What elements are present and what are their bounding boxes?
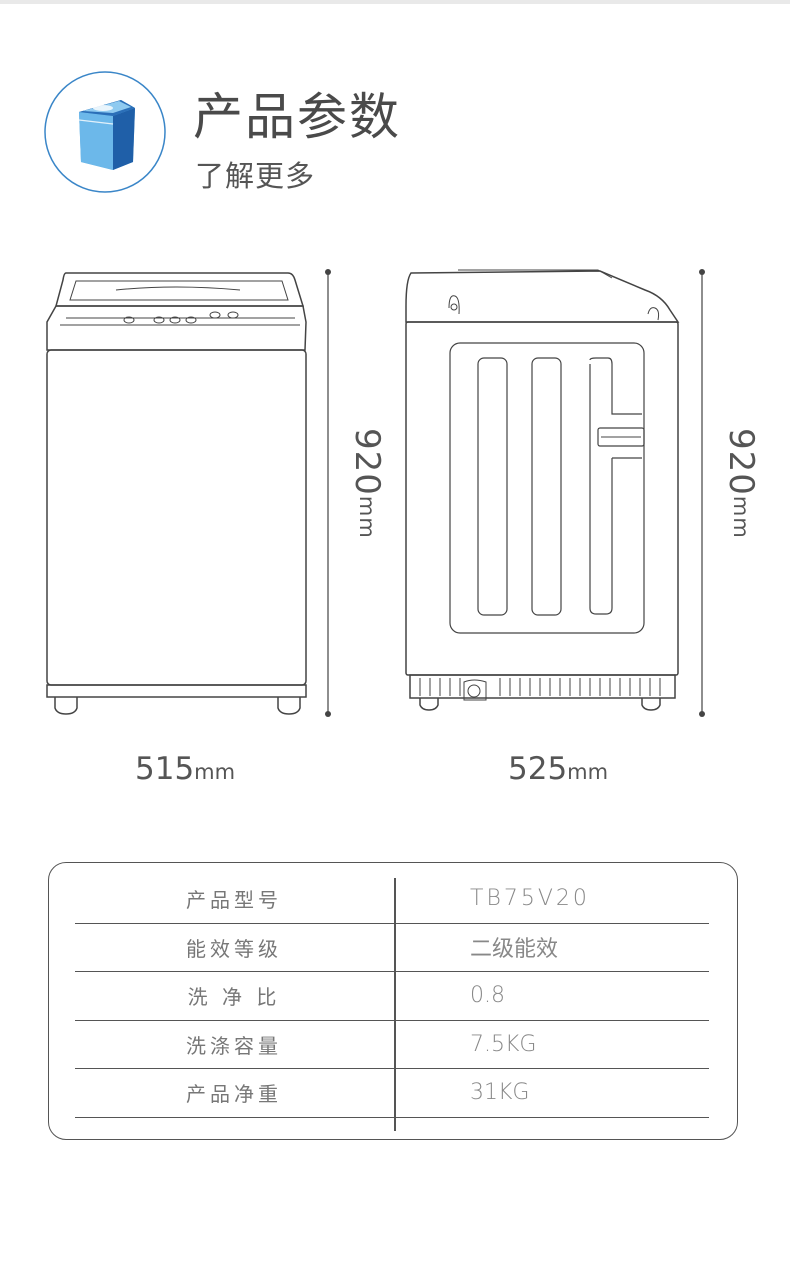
page-subtitle: 了解更多 xyxy=(195,159,316,193)
side-height-value: 920 xyxy=(721,428,761,496)
front-height-value: 920 xyxy=(347,428,387,496)
spec-row-weight: 产品净重 31KG xyxy=(75,1069,709,1118)
side-depth-unit: mm xyxy=(567,760,609,784)
spec-value: 0.8 xyxy=(470,983,505,1009)
spec-label: 产品净重 xyxy=(186,1082,282,1107)
spec-row-wash-ratio: 洗 净 比 0.8 xyxy=(75,972,709,1021)
spec-table: 产品型号 TB75V20 能效等级 二级能效 洗 净 比 0.8 洗涤容量 7.… xyxy=(75,875,709,1118)
side-depth-value: 525 xyxy=(508,751,568,787)
spec-row-capacity: 洗涤容量 7.5KG xyxy=(75,1021,709,1069)
front-width-value: 515 xyxy=(135,751,195,787)
dimension-drawing xyxy=(46,269,705,717)
front-width-label: 515mm xyxy=(135,754,235,785)
page-title: 产品参数 xyxy=(193,88,401,146)
spec-row-energy: 能效等级 二级能效 xyxy=(75,924,709,972)
spec-label: 产品型号 xyxy=(186,888,282,913)
spec-row-model: 产品型号 TB75V20 xyxy=(75,875,709,924)
side-height-unit: mm xyxy=(729,495,753,539)
top-divider xyxy=(0,0,790,4)
front-height-label: 920mm xyxy=(347,428,387,539)
spec-label: 洗 净 比 xyxy=(187,985,281,1010)
front-view-drawing xyxy=(46,272,307,715)
spec-label: 洗涤容量 xyxy=(186,1033,282,1058)
spec-value: 7.5KG xyxy=(470,1031,537,1057)
spec-label: 能效等级 xyxy=(186,936,282,961)
washing-machine-icon xyxy=(44,71,166,193)
side-height-label: 920mm xyxy=(721,428,761,539)
spec-column-divider xyxy=(394,878,396,1131)
spec-table-frame xyxy=(48,862,738,1140)
side-view-drawing xyxy=(405,269,680,711)
front-width-unit: mm xyxy=(194,760,236,784)
spec-value: TB75V20 xyxy=(470,886,590,912)
side-depth-label: 525mm xyxy=(508,754,608,785)
front-height-unit: mm xyxy=(355,495,379,539)
spec-value: 31KG xyxy=(470,1080,530,1106)
spec-value: 二级能效 xyxy=(470,937,559,963)
